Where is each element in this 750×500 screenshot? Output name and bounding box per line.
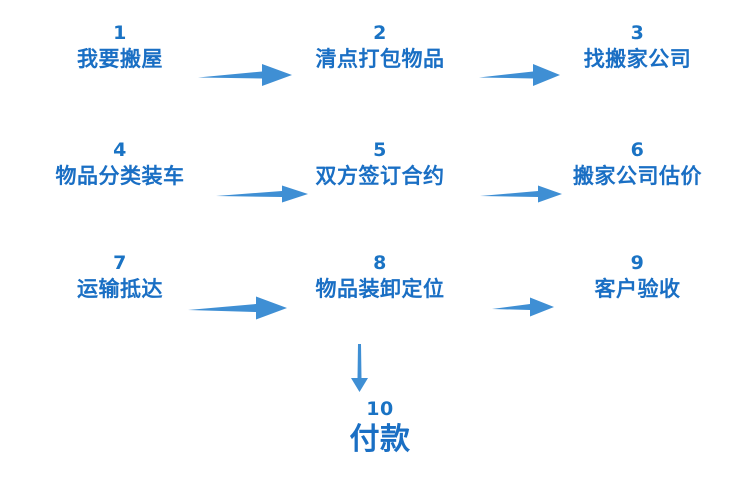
arrow-step7-to-step8 (186, 293, 290, 323)
step-7-label: 运输抵达 (77, 277, 163, 301)
step-10-label: 付款 (349, 422, 411, 457)
step-1-number: 1 (113, 22, 127, 44)
arrow-step4-to-step5 (214, 182, 310, 206)
flow-step-1[interactable]: 1 我要搬屋 (30, 22, 210, 74)
arrow-step1-to-step2 (196, 60, 294, 90)
flow-step-9[interactable]: 9 客户验收 (545, 252, 730, 304)
arrow-step2-to-step3 (477, 60, 562, 90)
step-8-number: 8 (373, 252, 387, 274)
step-1-label: 我要搬屋 (77, 47, 163, 71)
step-5-number: 5 (373, 139, 387, 161)
arrow-step8-to-step9 (490, 294, 556, 320)
flow-step-7[interactable]: 7 运输抵达 (30, 252, 210, 304)
flow-step-8[interactable]: 8 物品装卸定位 (285, 252, 475, 304)
flow-step-4[interactable]: 4 物品分类装车 (30, 139, 210, 191)
flow-step-3[interactable]: 3 找搬家公司 (545, 22, 730, 74)
step-6-number: 6 (630, 139, 645, 161)
flow-step-2[interactable]: 2 清点打包物品 (285, 22, 475, 74)
step-3-number: 3 (630, 22, 645, 44)
step-8-label: 物品装卸定位 (315, 277, 445, 301)
step-3-label: 找搬家公司 (583, 47, 692, 71)
step-7-number: 7 (113, 252, 127, 274)
step-9-number: 9 (630, 252, 645, 274)
step-2-label: 清点打包物品 (315, 47, 445, 71)
step-2-number: 2 (373, 22, 387, 44)
step-9-label: 客户验收 (594, 277, 681, 301)
flow-step-5[interactable]: 5 双方签订合约 (285, 139, 475, 191)
flow-step-6[interactable]: 6 搬家公司估价 (545, 139, 730, 191)
step-6-label: 搬家公司估价 (573, 164, 702, 188)
arrow-step8-to-step10 (345, 342, 373, 394)
flow-step-10[interactable]: 10 付款 (285, 398, 475, 460)
step-4-label: 物品分类装车 (55, 164, 185, 188)
step-5-label: 双方签订合约 (315, 164, 445, 188)
step-10-number: 10 (366, 398, 394, 420)
step-4-number: 4 (113, 139, 127, 161)
arrow-step5-to-step6 (478, 182, 564, 206)
